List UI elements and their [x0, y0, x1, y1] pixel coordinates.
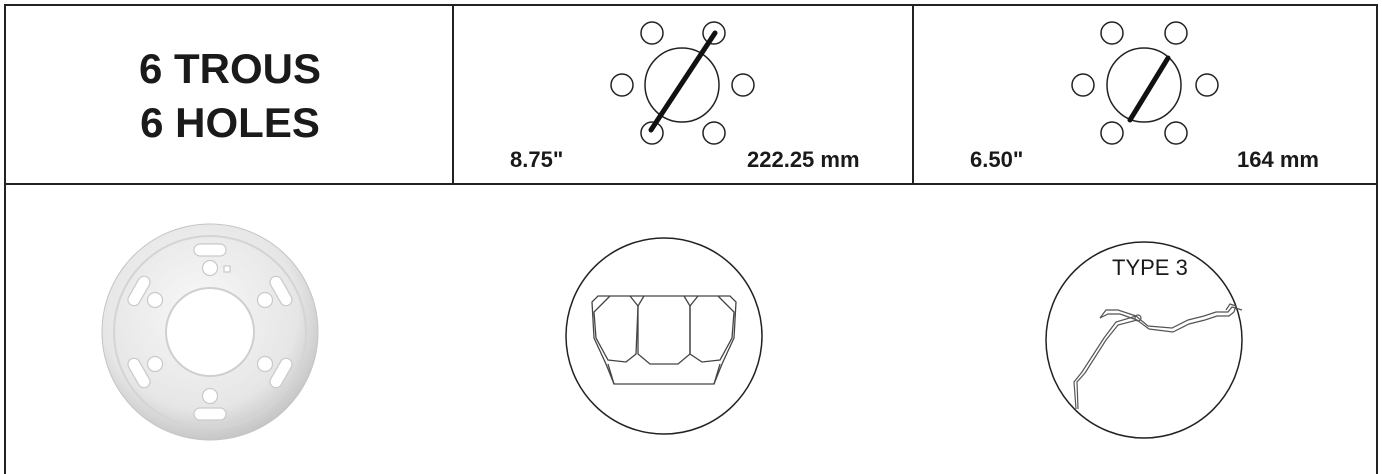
grid-line-right: [1376, 4, 1378, 474]
title-french: 6 TROUS: [138, 45, 322, 92]
bolt-pattern-1-inches: 8.75": [510, 147, 564, 172]
grid-divider-2: [912, 4, 914, 184]
grid-divider-1: [452, 4, 454, 184]
bolt-pattern-2-inches: 6.50": [970, 147, 1024, 172]
grid-line-middle: [4, 183, 1378, 185]
title-english: 6 HOLES: [140, 99, 320, 146]
grid-line-left: [4, 4, 6, 474]
wheel-nut-icon: [565, 237, 763, 435]
rim-profile-icon: [1045, 241, 1243, 439]
bolt-pattern-diagram-1: [610, 21, 755, 145]
bolt-pattern-2-metric: 164 mm: [1237, 147, 1319, 172]
rim-type-label: TYPE 3: [1112, 255, 1188, 280]
steel-wheel-6-hole-icon: [101, 223, 319, 441]
bolt-pattern-1-metric: 222.25 mm: [747, 147, 860, 172]
grid-line-top: [4, 4, 1378, 6]
bolt-pattern-diagram-2: [1071, 21, 1219, 145]
